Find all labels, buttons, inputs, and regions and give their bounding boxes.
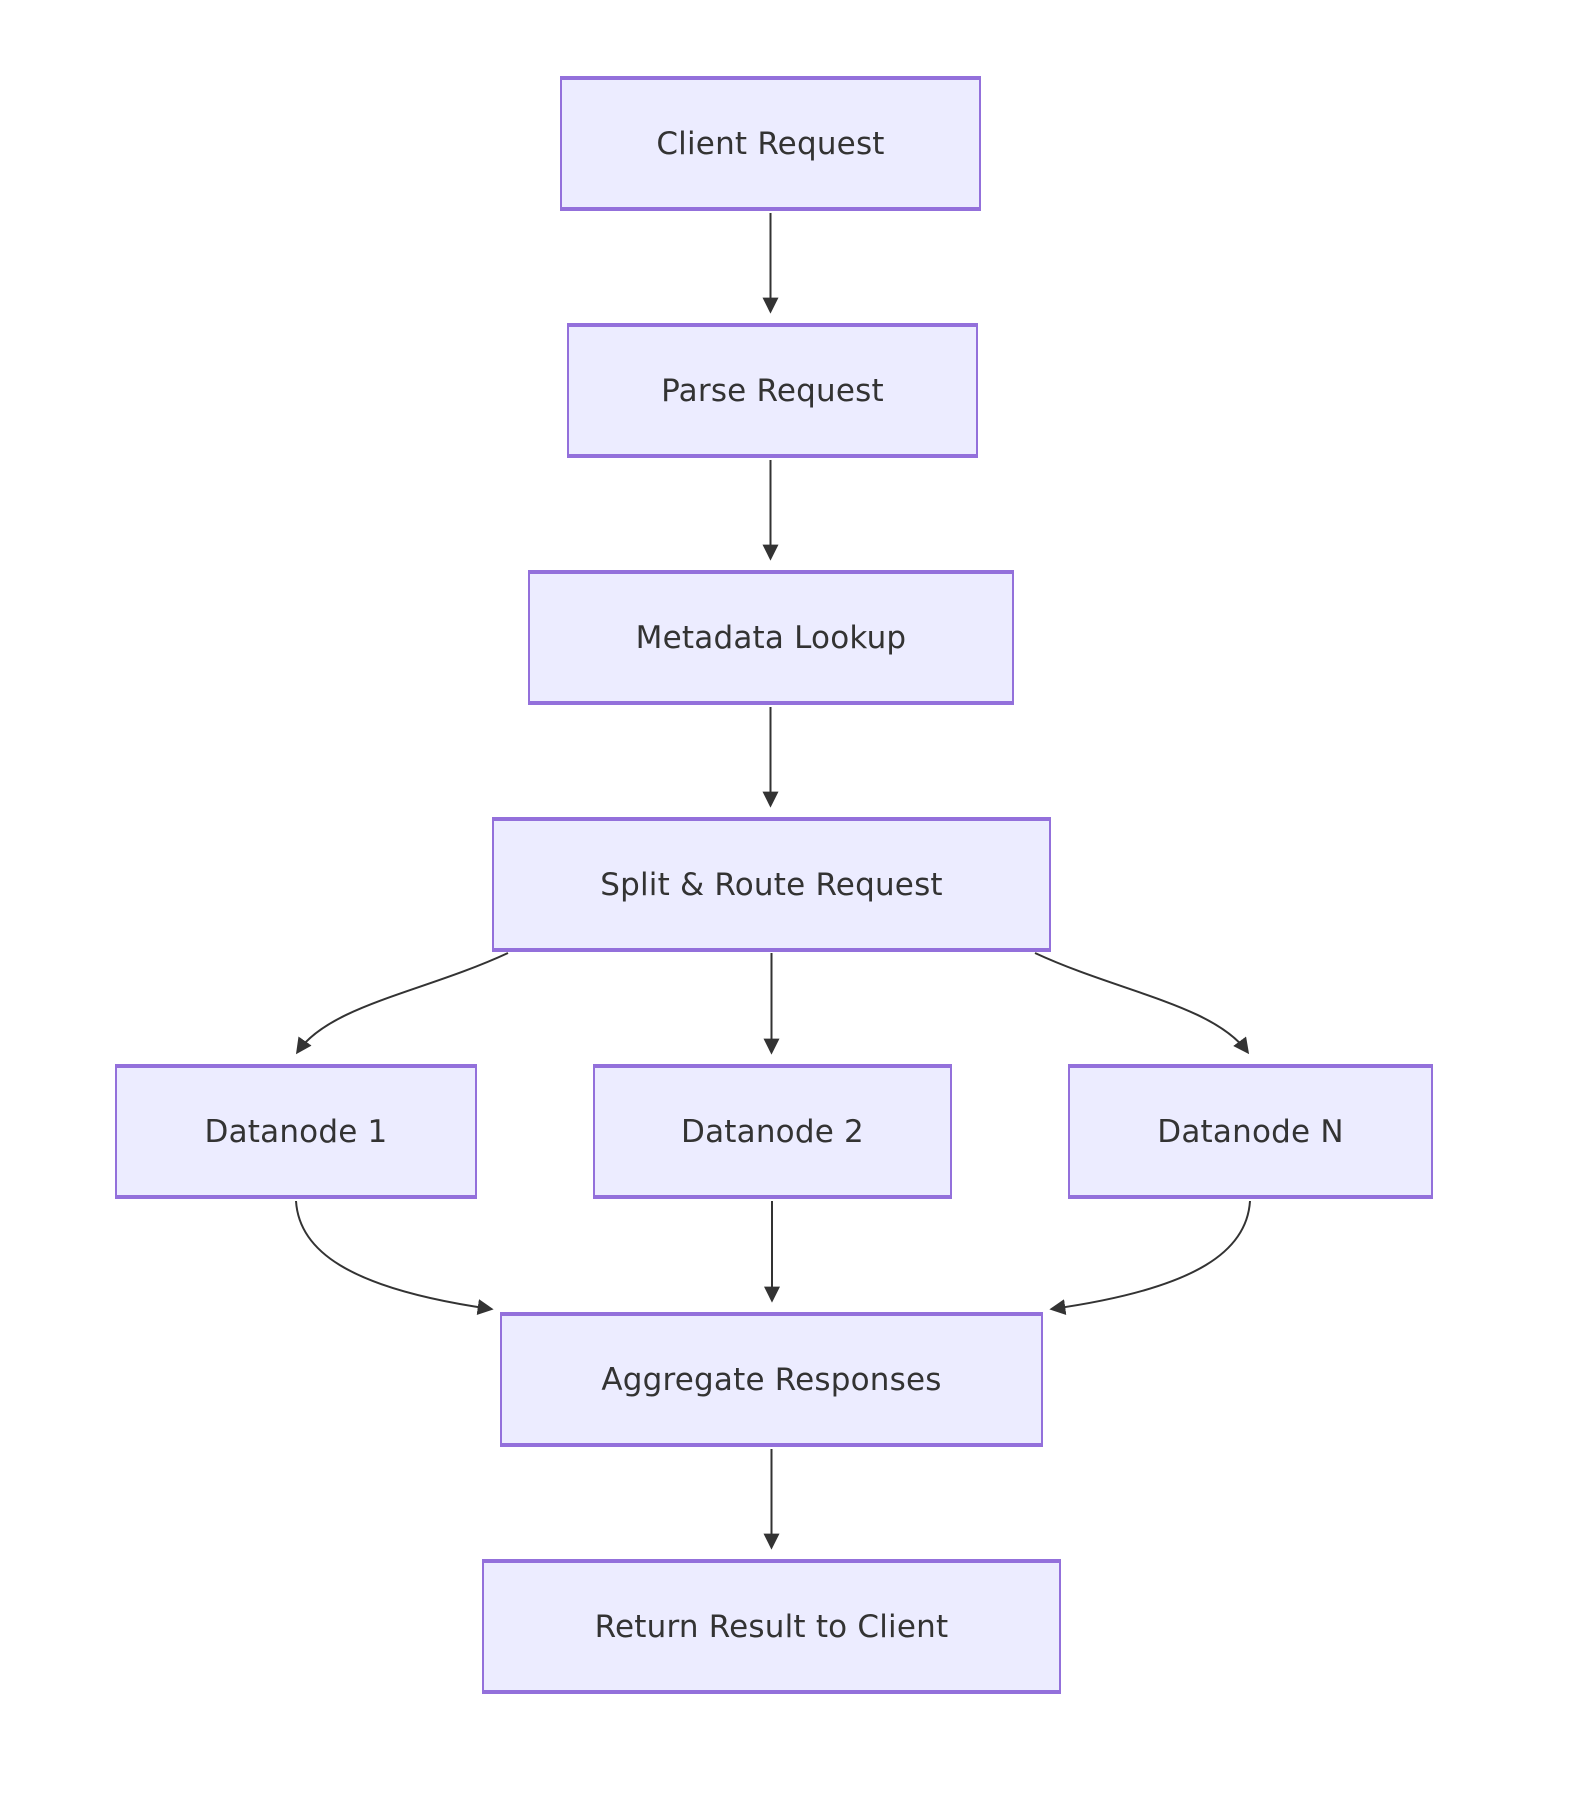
node-client-request: Client Request xyxy=(560,76,981,211)
edge-datanodeN-to-aggregate xyxy=(1049,1200,1251,1316)
node-metadata-lookup-label: Metadata Lookup xyxy=(635,619,907,656)
node-return-result-to-client: Return Result to Client xyxy=(482,1559,1061,1694)
edge-split-to-datanodeN xyxy=(1034,952,1250,1055)
node-return-result-to-client-label: Return Result to Client xyxy=(594,1608,949,1645)
node-datanode-n: Datanode N xyxy=(1068,1064,1433,1199)
node-aggregate-responses: Aggregate Responses xyxy=(500,1312,1043,1447)
node-datanode-2: Datanode 2 xyxy=(593,1064,952,1199)
node-parse-request: Parse Request xyxy=(567,323,978,458)
node-parse-request-label: Parse Request xyxy=(661,372,884,409)
node-datanode-2-label: Datanode 2 xyxy=(681,1113,864,1150)
node-datanode-n-label: Datanode N xyxy=(1157,1113,1344,1150)
node-metadata-lookup: Metadata Lookup xyxy=(528,570,1014,705)
edge-split-to-datanode1 xyxy=(295,952,509,1055)
node-split-route-request-label: Split & Route Request xyxy=(600,866,943,903)
node-split-route-request: Split & Route Request xyxy=(492,817,1051,952)
node-datanode-1-label: Datanode 1 xyxy=(204,1113,388,1150)
edge-datanode1-to-aggregate xyxy=(295,1200,494,1316)
node-aggregate-responses-label: Aggregate Responses xyxy=(601,1361,942,1398)
node-client-request-label: Client Request xyxy=(656,125,885,162)
node-datanode-1: Datanode 1 xyxy=(115,1064,477,1199)
